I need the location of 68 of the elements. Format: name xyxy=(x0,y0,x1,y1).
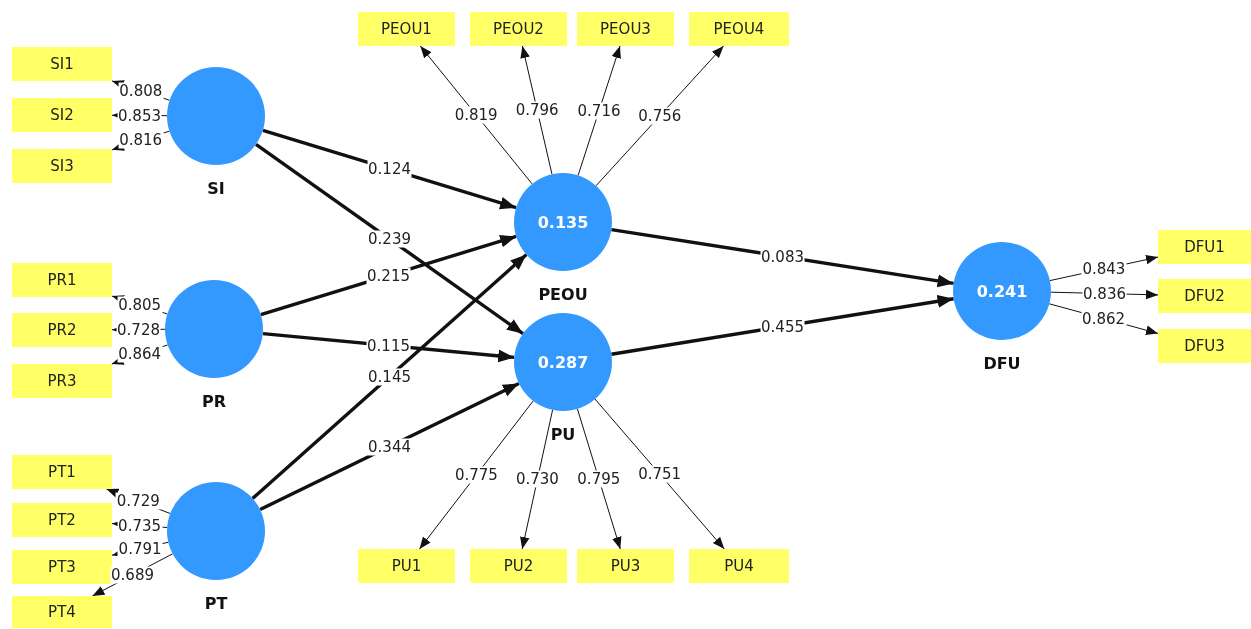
edge-label: 0.455 xyxy=(760,318,805,335)
edge-label: 0.716 xyxy=(576,102,622,120)
edge-label: 0.344 xyxy=(367,438,412,455)
indicator-box: PU2 xyxy=(470,549,567,583)
edge-label: 0.864 xyxy=(117,345,163,363)
indicator-box: SI2 xyxy=(12,98,112,132)
indicator-box: DFU2 xyxy=(1158,279,1251,313)
edge-label: 0.791 xyxy=(117,540,163,558)
edge-label: 0.836 xyxy=(1082,285,1127,302)
indicator-box: PEOU1 xyxy=(358,12,455,46)
edge-label: 0.775 xyxy=(453,466,499,484)
indicator-box: DFU3 xyxy=(1158,329,1251,363)
edge-label: 0.796 xyxy=(514,101,560,119)
edge-label: 0.735 xyxy=(117,517,163,534)
edge-label: 0.115 xyxy=(366,337,411,354)
latent-variable-circle: 0.287 xyxy=(514,313,612,411)
indicator-box: PT4 xyxy=(12,596,112,628)
edge-label: 0.805 xyxy=(117,296,163,314)
edge-label: 0.083 xyxy=(760,248,805,265)
edge-label: 0.728 xyxy=(116,321,161,338)
indicator-box: PEOU2 xyxy=(470,12,567,46)
variable-name: PT xyxy=(204,594,228,613)
indicator-box: PEOU3 xyxy=(577,12,674,46)
indicator-box: PU3 xyxy=(577,549,674,583)
edge-label: 0.853 xyxy=(117,107,162,124)
variable-name: DFU xyxy=(983,354,1021,373)
indicator-box: PU1 xyxy=(358,549,455,583)
edge-label: 0.751 xyxy=(637,465,683,483)
indicator-box: PR2 xyxy=(12,313,112,347)
indicator-box: PU4 xyxy=(689,549,789,583)
edge-label: 0.843 xyxy=(1081,260,1127,278)
arrow xyxy=(251,253,528,500)
edge-label: 0.689 xyxy=(110,566,155,584)
variable-name: PU xyxy=(550,425,576,444)
edge-label: 0.795 xyxy=(576,470,622,488)
indicator-box: DFU1 xyxy=(1158,230,1251,264)
edge-label: 0.730 xyxy=(514,470,560,488)
indicator-box: PT1 xyxy=(12,455,112,489)
arrow xyxy=(594,398,725,550)
indicator-box: PEOU4 xyxy=(689,12,789,46)
latent-variable-circle: 0.135 xyxy=(514,173,612,271)
edge-label: 0.215 xyxy=(366,267,411,284)
edge-label: 0.124 xyxy=(367,160,412,178)
edge-label: 0.729 xyxy=(115,492,161,510)
arrow xyxy=(520,409,554,550)
edge-label: 0.862 xyxy=(1081,310,1127,328)
arrow xyxy=(259,381,520,512)
arrow xyxy=(419,400,534,550)
arrow xyxy=(611,227,954,288)
indicator-box: SI3 xyxy=(12,149,112,183)
indicator-box: PT3 xyxy=(12,550,112,584)
edge-label: 0.816 xyxy=(118,131,164,149)
arrow xyxy=(255,142,524,336)
variable-name: SI xyxy=(207,179,225,198)
latent-variable-circle: 0.241 xyxy=(953,242,1051,340)
variable-name: PEOU xyxy=(538,285,588,304)
indicator-box: PR1 xyxy=(12,263,112,297)
indicator-box: PT2 xyxy=(12,503,112,537)
indicator-box: SI1 xyxy=(12,47,112,81)
variable-name: PR xyxy=(202,392,226,411)
edge-label: 0.756 xyxy=(637,107,683,125)
arrow xyxy=(611,295,954,356)
edge-label: 0.819 xyxy=(453,106,499,124)
edge-label: 0.145 xyxy=(367,368,412,385)
edge-label: 0.239 xyxy=(367,230,412,248)
edge-label: 0.808 xyxy=(118,82,164,100)
indicator-box: PR3 xyxy=(12,364,112,398)
arrow xyxy=(576,408,622,550)
